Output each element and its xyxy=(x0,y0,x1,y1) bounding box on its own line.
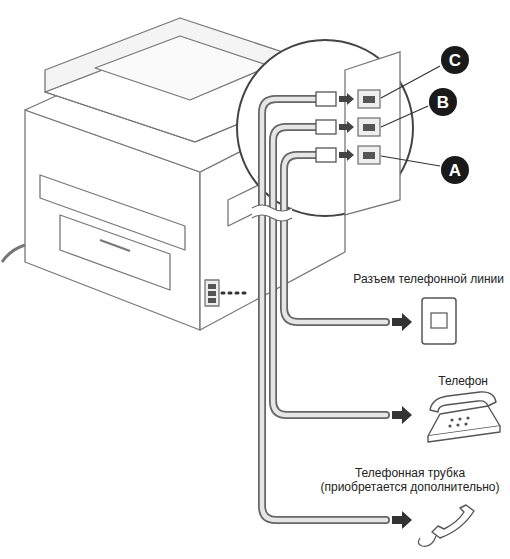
wall-jack xyxy=(422,298,456,344)
callout-letter: C xyxy=(449,52,461,69)
plug xyxy=(316,120,336,134)
insert-arrow xyxy=(339,93,354,105)
port xyxy=(358,118,380,136)
device-label: Разъем телефонной линии xyxy=(353,272,504,286)
zoom-dots xyxy=(222,292,250,295)
handle xyxy=(100,240,130,251)
callout-letter: A xyxy=(449,162,461,179)
callout-letter: B xyxy=(437,94,449,111)
device-label: Телефон xyxy=(438,374,488,388)
port xyxy=(358,90,380,108)
paper-drawer xyxy=(60,215,170,290)
handset-icon xyxy=(432,505,474,538)
cable xyxy=(262,99,386,520)
leader-line xyxy=(381,106,428,127)
arrow xyxy=(392,511,412,529)
callout-circle: B xyxy=(429,88,457,116)
power-cord xyxy=(2,245,25,262)
leader-line xyxy=(381,156,440,166)
feeder-tray xyxy=(95,36,270,100)
telephone-icon xyxy=(428,392,500,442)
port-panel xyxy=(345,52,400,215)
break-mark xyxy=(252,205,292,221)
callout-circle: A xyxy=(441,156,469,184)
insert-arrow xyxy=(339,149,354,161)
plug xyxy=(316,92,336,106)
edge xyxy=(45,92,195,142)
arrow xyxy=(392,406,412,424)
insert-arrow xyxy=(339,121,354,133)
port xyxy=(358,146,380,164)
callout-circle: C xyxy=(441,46,469,74)
cable xyxy=(273,127,386,415)
cable xyxy=(284,155,386,322)
port-cluster xyxy=(205,280,219,306)
arrow xyxy=(392,313,412,331)
plug xyxy=(316,148,336,162)
device-label: Телефонная трубка (приобретается дополни… xyxy=(314,466,506,495)
